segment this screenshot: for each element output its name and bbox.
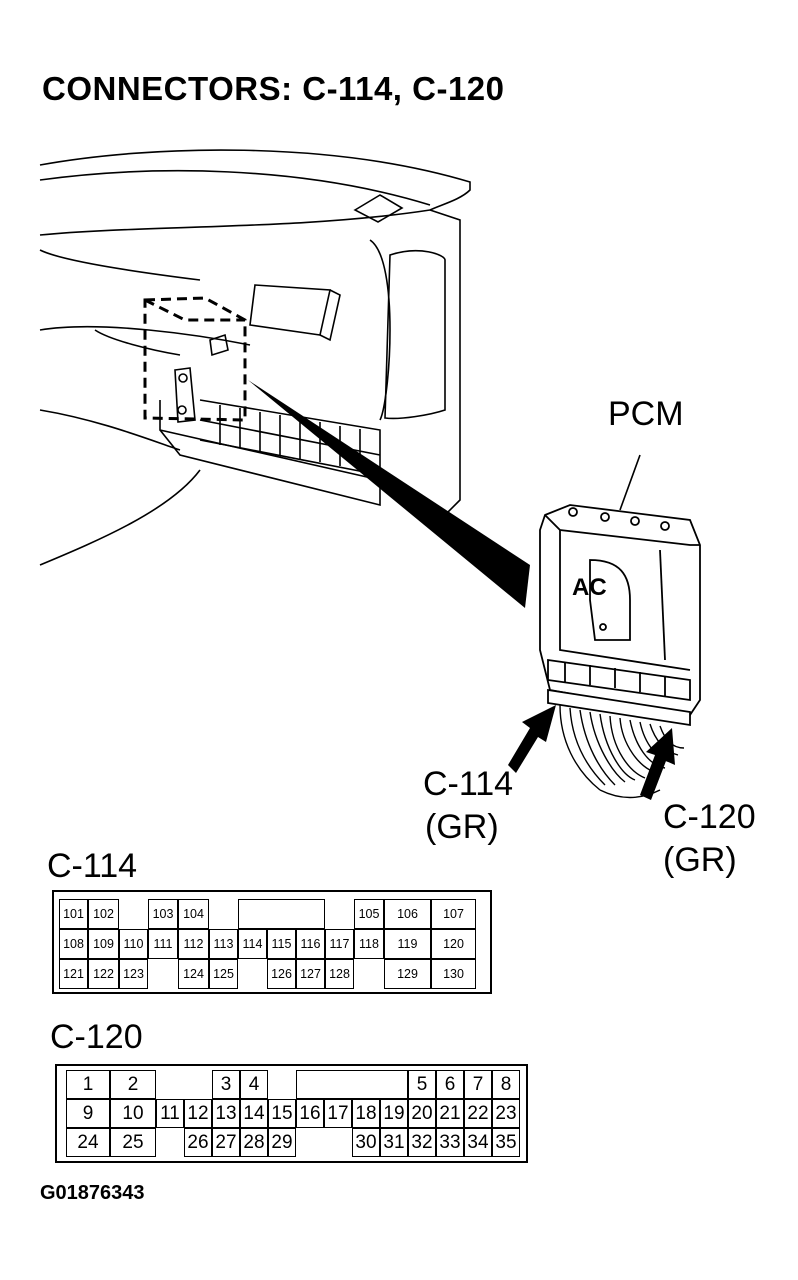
c120-pin: 16 — [296, 1099, 324, 1128]
c120-pin: 34 — [464, 1128, 492, 1157]
c120-pin: 29 — [268, 1128, 296, 1157]
c120-callout-label: C-120 — [663, 798, 756, 836]
c114-pin: 111 — [148, 929, 178, 959]
c114-pin: 104 — [178, 899, 209, 929]
c120-pin: 35 — [492, 1128, 520, 1157]
figure-code: G01876343 — [40, 1182, 145, 1204]
c114-blank-key — [238, 899, 325, 929]
c114-pin: 122 — [88, 959, 119, 989]
c120-pin: 26 — [184, 1128, 212, 1157]
c120-pin: 4 — [240, 1070, 268, 1099]
c114-pin: 101 — [59, 899, 88, 929]
c114-pin: 112 — [178, 929, 209, 959]
c120-pin: 15 — [268, 1099, 296, 1128]
c120-pin: 24 — [66, 1128, 110, 1157]
c114-pin: 124 — [178, 959, 209, 989]
c120-pin: 30 — [352, 1128, 380, 1157]
c120-pin: 11 — [156, 1099, 184, 1128]
c120-pin: 13 — [212, 1099, 240, 1128]
c114-pin: 118 — [354, 929, 384, 959]
c120-pin: 23 — [492, 1099, 520, 1128]
c114-pin: 103 — [148, 899, 178, 929]
c114-pin: 115 — [267, 929, 296, 959]
c114-empty-slot — [119, 899, 148, 929]
c114-pin: 105 — [354, 899, 384, 929]
c114-empty-slot — [325, 899, 354, 929]
c114-pin: 113 — [209, 929, 238, 959]
c120-pin: 5 — [408, 1070, 436, 1099]
c120-pin: 1 — [66, 1070, 110, 1099]
c120-pin: 20 — [408, 1099, 436, 1128]
c114-empty-slot — [238, 959, 267, 989]
c114-pin: 130 — [431, 959, 476, 989]
c114-pin: 121 — [59, 959, 88, 989]
c114-title: C-114 — [47, 847, 138, 885]
c120-blank-key — [296, 1070, 408, 1099]
c114-pin: 108 — [59, 929, 88, 959]
c114-empty-slot — [354, 959, 384, 989]
c120-pin: 25 — [110, 1128, 156, 1157]
c114-pin: 126 — [267, 959, 296, 989]
ac-label: AC — [572, 574, 607, 601]
c120-pin: 21 — [436, 1099, 464, 1128]
c114-pin: 125 — [209, 959, 238, 989]
c120-pin: 17 — [324, 1099, 352, 1128]
c114-empty-slot — [148, 959, 178, 989]
c120-pin: 10 — [110, 1099, 156, 1128]
c120-pin: 14 — [240, 1099, 268, 1128]
c114-pin: 123 — [119, 959, 148, 989]
c120-pin: 28 — [240, 1128, 268, 1157]
c120-pin: 9 — [66, 1099, 110, 1128]
c114-pin: 110 — [119, 929, 148, 959]
c120-pin: 22 — [464, 1099, 492, 1128]
c120-pin: 7 — [464, 1070, 492, 1099]
c114-pin: 107 — [431, 899, 476, 929]
c114-pin: 120 — [431, 929, 476, 959]
c114-pin: 127 — [296, 959, 325, 989]
c120-pin: 33 — [436, 1128, 464, 1157]
c120-pin: 19 — [380, 1099, 408, 1128]
c114-callout-label: C-114 — [423, 765, 514, 803]
c114-pin: 129 — [384, 959, 431, 989]
c120-pin: 18 — [352, 1099, 380, 1128]
c120-color-label: (GR) — [663, 841, 737, 879]
c120-pin: 8 — [492, 1070, 520, 1099]
c120-title: C-120 — [50, 1018, 143, 1056]
c120-pin: 27 — [212, 1128, 240, 1157]
c114-pin: 114 — [238, 929, 267, 959]
c120-pin: 31 — [380, 1128, 408, 1157]
c114-pin: 116 — [296, 929, 325, 959]
c114-pin: 117 — [325, 929, 354, 959]
c114-pin: 128 — [325, 959, 354, 989]
c120-pin: 3 — [212, 1070, 240, 1099]
c114-pin: 109 — [88, 929, 119, 959]
c120-pin: 32 — [408, 1128, 436, 1157]
c120-pin: 12 — [184, 1099, 212, 1128]
c114-pin: 106 — [384, 899, 431, 929]
c114-color-label: (GR) — [425, 808, 499, 846]
c120-pin: 2 — [110, 1070, 156, 1099]
c114-pin: 102 — [88, 899, 119, 929]
c114-pin: 119 — [384, 929, 431, 959]
c114-empty-slot — [209, 899, 238, 929]
page-title: CONNECTORS: C-114, C-120 — [42, 70, 505, 107]
c120-pin: 6 — [436, 1070, 464, 1099]
pcm-label: PCM — [608, 395, 684, 433]
